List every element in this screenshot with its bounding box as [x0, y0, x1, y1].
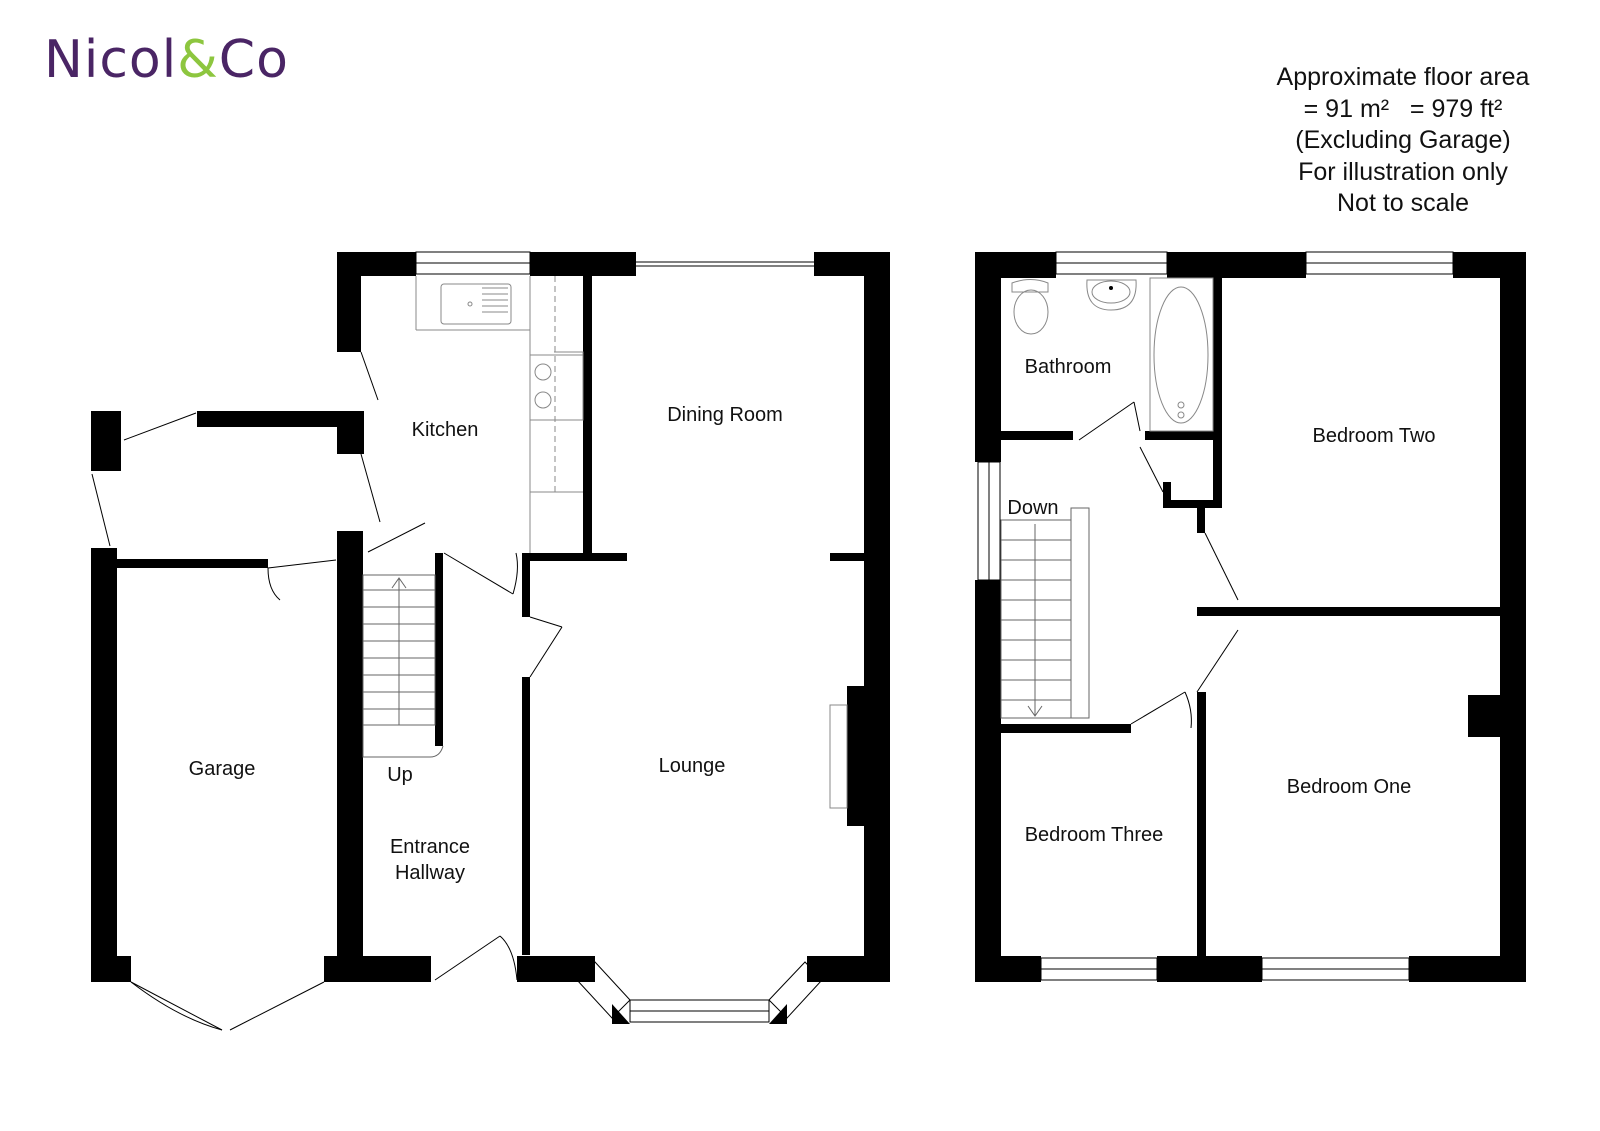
ground-floor-windows — [415, 251, 823, 1023]
ground-floor-walls — [91, 252, 890, 1024]
room-label-bedroom-three: Bedroom Three — [1025, 824, 1164, 846]
room-label-entrance-line2: Hallway — [395, 862, 465, 884]
first-floor-windows — [977, 251, 1454, 981]
room-label-bedroom-one: Bedroom One — [1287, 776, 1412, 798]
brand-name-part2: Co — [218, 30, 289, 90]
stairs-up-label: Up — [387, 764, 413, 786]
toilet-icon — [1013, 289, 1049, 335]
stairs-up — [362, 574, 444, 758]
room-label-dining-room: Dining Room — [667, 404, 783, 426]
area-note-line: For illustration only — [1298, 157, 1508, 186]
brand-name-part1: Nicol — [44, 30, 178, 90]
basin-icon — [1086, 279, 1137, 311]
area-note-line: Approximate floor area — [1276, 63, 1530, 91]
first-floor-walls — [975, 252, 1526, 982]
room-label-bathroom: Bathroom — [1025, 356, 1112, 378]
first-floor — [975, 251, 1526, 982]
area-note-line: Not to scale — [1336, 189, 1469, 217]
room-label-lounge: Lounge — [659, 755, 726, 777]
ground-floor-doors — [91, 351, 563, 1031]
brand-logo: Nicol&Co — [44, 30, 289, 90]
room-label-bedroom-two: Bedroom Two — [1312, 425, 1435, 447]
fireplace-hearth — [829, 704, 848, 809]
area-note: Approximate floor area = 91 m² = 979 ft²… — [1268, 62, 1538, 220]
room-labels: Garage Kitchen Dining Room Lounge Entran… — [189, 356, 1436, 884]
stairs-down-label: Down — [1007, 497, 1058, 519]
brand-ampersand: & — [177, 30, 219, 90]
kitchen-fixtures — [415, 276, 584, 553]
room-label-entrance-line1: Entrance — [390, 836, 470, 858]
room-label-kitchen: Kitchen — [412, 419, 479, 441]
ground-floor — [91, 251, 890, 1031]
bathroom-fixtures — [1011, 277, 1214, 432]
first-floor-doors — [1078, 401, 1239, 729]
room-label-garage: Garage — [189, 758, 256, 780]
stairs-down — [1000, 507, 1090, 719]
area-note-line: = 91 m² = 979 ft² — [1303, 94, 1503, 123]
area-note-line: (Excluding Garage) — [1295, 126, 1511, 154]
